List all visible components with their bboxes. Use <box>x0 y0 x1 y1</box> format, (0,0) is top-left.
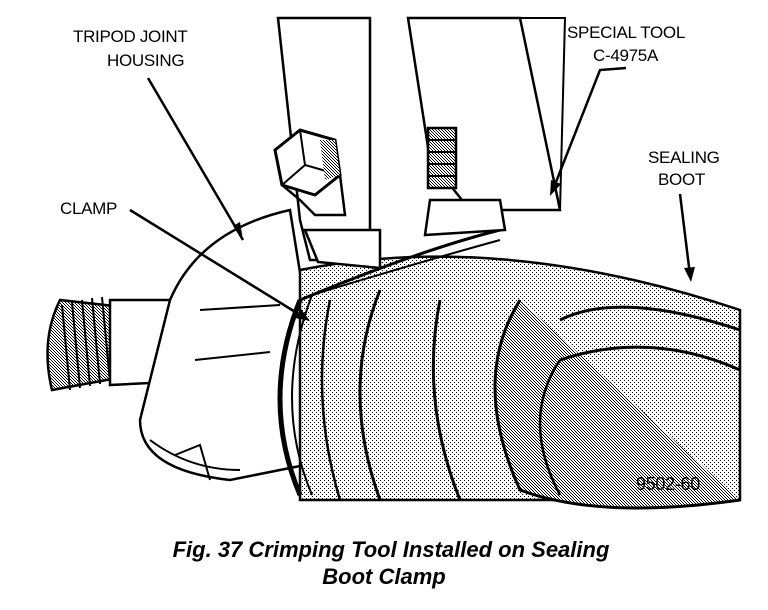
threaded-stud <box>426 126 458 190</box>
leader-clamp-arrowhead <box>295 309 310 321</box>
label-special-tool-line2: C-4975A <box>593 46 659 65</box>
caption-line2: Boot Clamp <box>322 564 446 589</box>
leader-tripod <box>146 77 245 241</box>
boot-clamp <box>277 228 501 496</box>
leader-sealing-arrowhead <box>684 267 695 282</box>
label-sealing-line2: BOOT <box>658 170 705 189</box>
figure-number: 9502-60 <box>636 474 700 494</box>
label-clamp: CLAMP <box>60 199 117 218</box>
leader-special-arrowhead <box>550 180 561 196</box>
leader-tripod-arrowhead <box>233 222 243 240</box>
leader-lines <box>129 66 692 320</box>
leader-clamp <box>129 208 306 320</box>
label-special-tool-line1: SPECIAL TOOL <box>567 23 685 42</box>
figure-caption: Fig. 37 Crimping Tool Installed on Seali… <box>0 536 768 590</box>
label-tripod-line2: HOUSING <box>107 51 184 70</box>
leader-special-tool <box>554 66 627 183</box>
leader-sealing-boot <box>678 193 692 276</box>
sealing-boot <box>298 255 742 510</box>
label-tripod-line1: TRIPOD JOINT <box>73 27 187 46</box>
caption-line1: Fig. 37 Crimping Tool Installed on Seali… <box>172 537 610 562</box>
hex-bolt <box>273 128 347 217</box>
label-sealing-line1: SEALING <box>648 148 720 167</box>
